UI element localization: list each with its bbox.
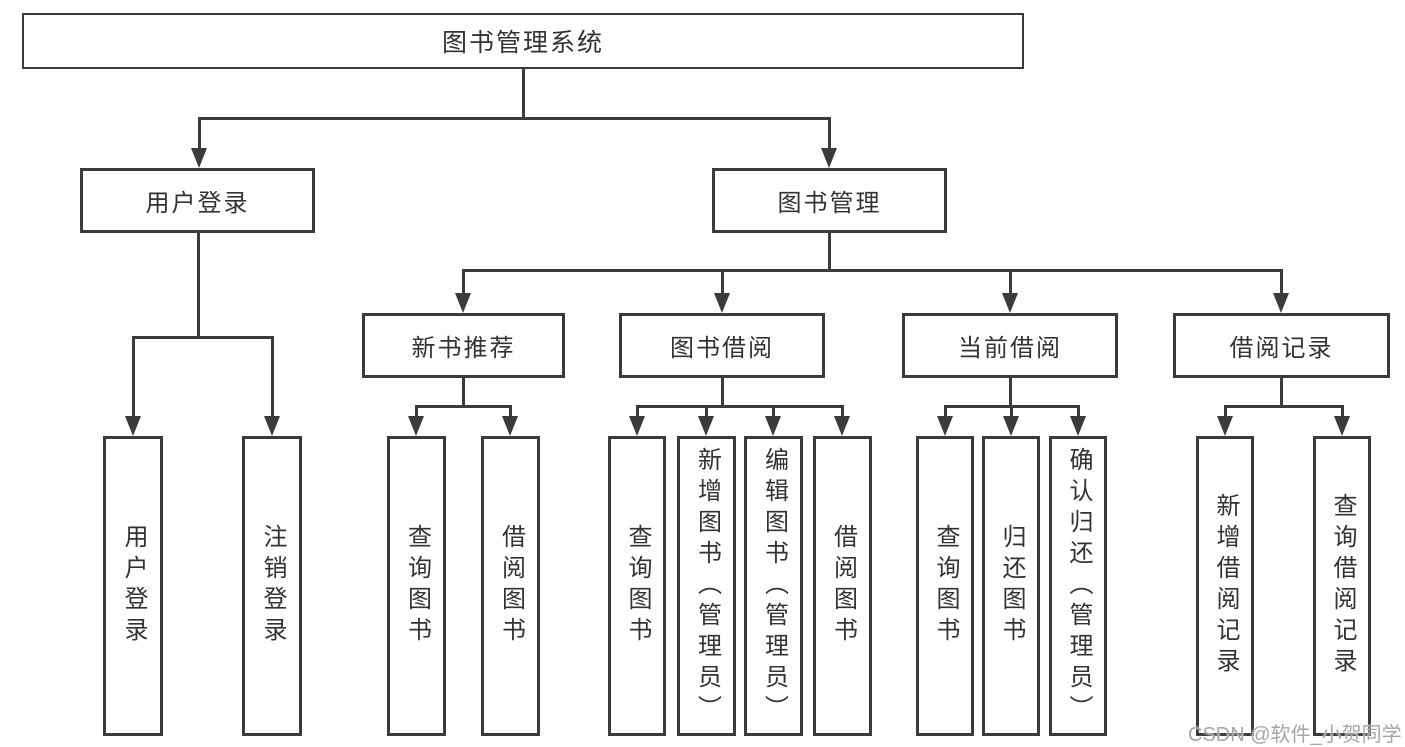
arrow-down-icon	[1070, 416, 1086, 436]
leaf-bb-add-books-admin: 新增图书（管理员）	[677, 436, 736, 736]
arrow-down-icon	[1002, 293, 1018, 313]
connector-line	[1009, 378, 1012, 408]
node-label: 编辑图书（管理员）	[760, 446, 788, 726]
arrow-down-icon	[191, 148, 207, 168]
connector-line	[721, 378, 724, 408]
connector-line	[1077, 405, 1080, 418]
leaf-cb-return-books: 归还图书	[982, 436, 1040, 736]
arrow-down-icon	[698, 416, 714, 436]
node-label: 归还图书	[998, 524, 1025, 648]
arrow-down-icon	[1334, 416, 1350, 436]
leaf-cb-query-books: 查询图书	[916, 436, 974, 736]
connector-line	[841, 405, 844, 418]
connector-line	[198, 117, 830, 120]
connector-line	[828, 117, 831, 150]
arrow-down-icon	[502, 416, 518, 436]
connector-line	[1280, 378, 1283, 408]
node-current-borrowing: 当前借阅	[902, 313, 1118, 378]
csdn-watermark: CSDN @软件_小贺同学	[1188, 724, 1402, 746]
arrow-down-icon	[125, 416, 141, 436]
connector-line	[1010, 405, 1013, 418]
node-label: 新增借阅记录	[1212, 493, 1239, 679]
leaf-nb-query-books: 查询图书	[387, 436, 446, 736]
connector-line	[462, 269, 1282, 272]
leaf-br-add-record: 新增借阅记录	[1196, 436, 1254, 736]
node-label: 新书推荐	[411, 335, 516, 362]
connector-line	[415, 405, 512, 408]
node-book-management: 图书管理	[712, 168, 947, 233]
connector-line	[132, 336, 273, 339]
node-label: 图书管理	[777, 190, 882, 217]
node-label: 注销登录	[259, 524, 286, 648]
leaf-bb-query-books: 查询图书	[608, 436, 666, 736]
arrow-down-icon	[629, 416, 645, 436]
connector-line	[1009, 269, 1012, 295]
connector-line	[828, 233, 831, 272]
connector-line	[415, 405, 418, 418]
node-label: 借阅图书	[497, 524, 525, 648]
node-library-management-system: 图书管理系统	[22, 13, 1024, 69]
connector-line	[1280, 269, 1283, 295]
node-label: 查询图书	[403, 524, 431, 648]
arrow-down-icon	[1273, 293, 1289, 313]
connector-line	[522, 69, 525, 119]
node-new-book-recommend: 新书推荐	[362, 313, 565, 378]
node-label: 用户登录	[120, 524, 147, 648]
connector-line	[1341, 405, 1344, 418]
arrow-down-icon	[1003, 416, 1019, 436]
connector-line	[636, 405, 844, 408]
node-label: 当前借阅	[958, 335, 1062, 362]
connector-line	[944, 405, 947, 418]
connector-line	[462, 269, 465, 295]
connector-line	[1224, 405, 1227, 418]
leaf-user-login: 用户登录	[103, 436, 163, 736]
arrow-down-icon	[1217, 416, 1233, 436]
arrow-down-icon	[714, 293, 730, 313]
arrow-down-icon	[821, 148, 837, 168]
arrow-down-icon	[765, 416, 781, 436]
leaf-bb-borrow-books: 借阅图书	[813, 436, 872, 736]
arrow-down-icon	[264, 416, 280, 436]
node-label: 查询借阅记录	[1329, 493, 1356, 679]
node-borrowing-records: 借阅记录	[1173, 313, 1390, 378]
leaf-nb-borrow-books: 借阅图书	[481, 436, 540, 736]
node-user-login: 用户登录	[80, 168, 315, 233]
connector-line	[705, 405, 708, 418]
leaf-logout: 注销登录	[242, 436, 302, 736]
node-label: 图书借阅	[670, 335, 774, 362]
node-label: 借阅图书	[829, 524, 857, 648]
node-book-borrowing: 图书借阅	[619, 313, 825, 378]
connector-line	[198, 117, 201, 150]
node-label: 借阅记录	[1229, 335, 1334, 362]
node-label: 新增图书（管理员）	[693, 446, 721, 726]
arrow-down-icon	[834, 416, 850, 436]
connector-line	[271, 336, 274, 418]
node-label: 查询图书	[624, 524, 651, 648]
connector-line	[636, 405, 639, 418]
arrow-down-icon	[937, 416, 953, 436]
arrow-down-icon	[408, 416, 424, 436]
leaf-cb-confirm-return-admin: 确认归还（管理员）	[1049, 436, 1107, 736]
connector-line	[772, 405, 775, 418]
arrow-down-icon	[455, 293, 471, 313]
connector-line	[721, 269, 724, 295]
node-label: 图书管理系统	[441, 29, 604, 57]
node-label: 确认归还（管理员）	[1065, 446, 1092, 726]
node-label: 查询图书	[932, 524, 959, 648]
leaf-bb-edit-books-admin: 编辑图书（管理员）	[744, 436, 803, 736]
connector-line	[509, 405, 512, 418]
connector-line	[462, 378, 465, 408]
connector-line	[197, 233, 200, 338]
connector-line	[132, 336, 135, 418]
node-label: 用户登录	[145, 190, 250, 217]
leaf-br-query-record: 查询借阅记录	[1313, 436, 1371, 736]
connector-line	[1224, 405, 1343, 408]
